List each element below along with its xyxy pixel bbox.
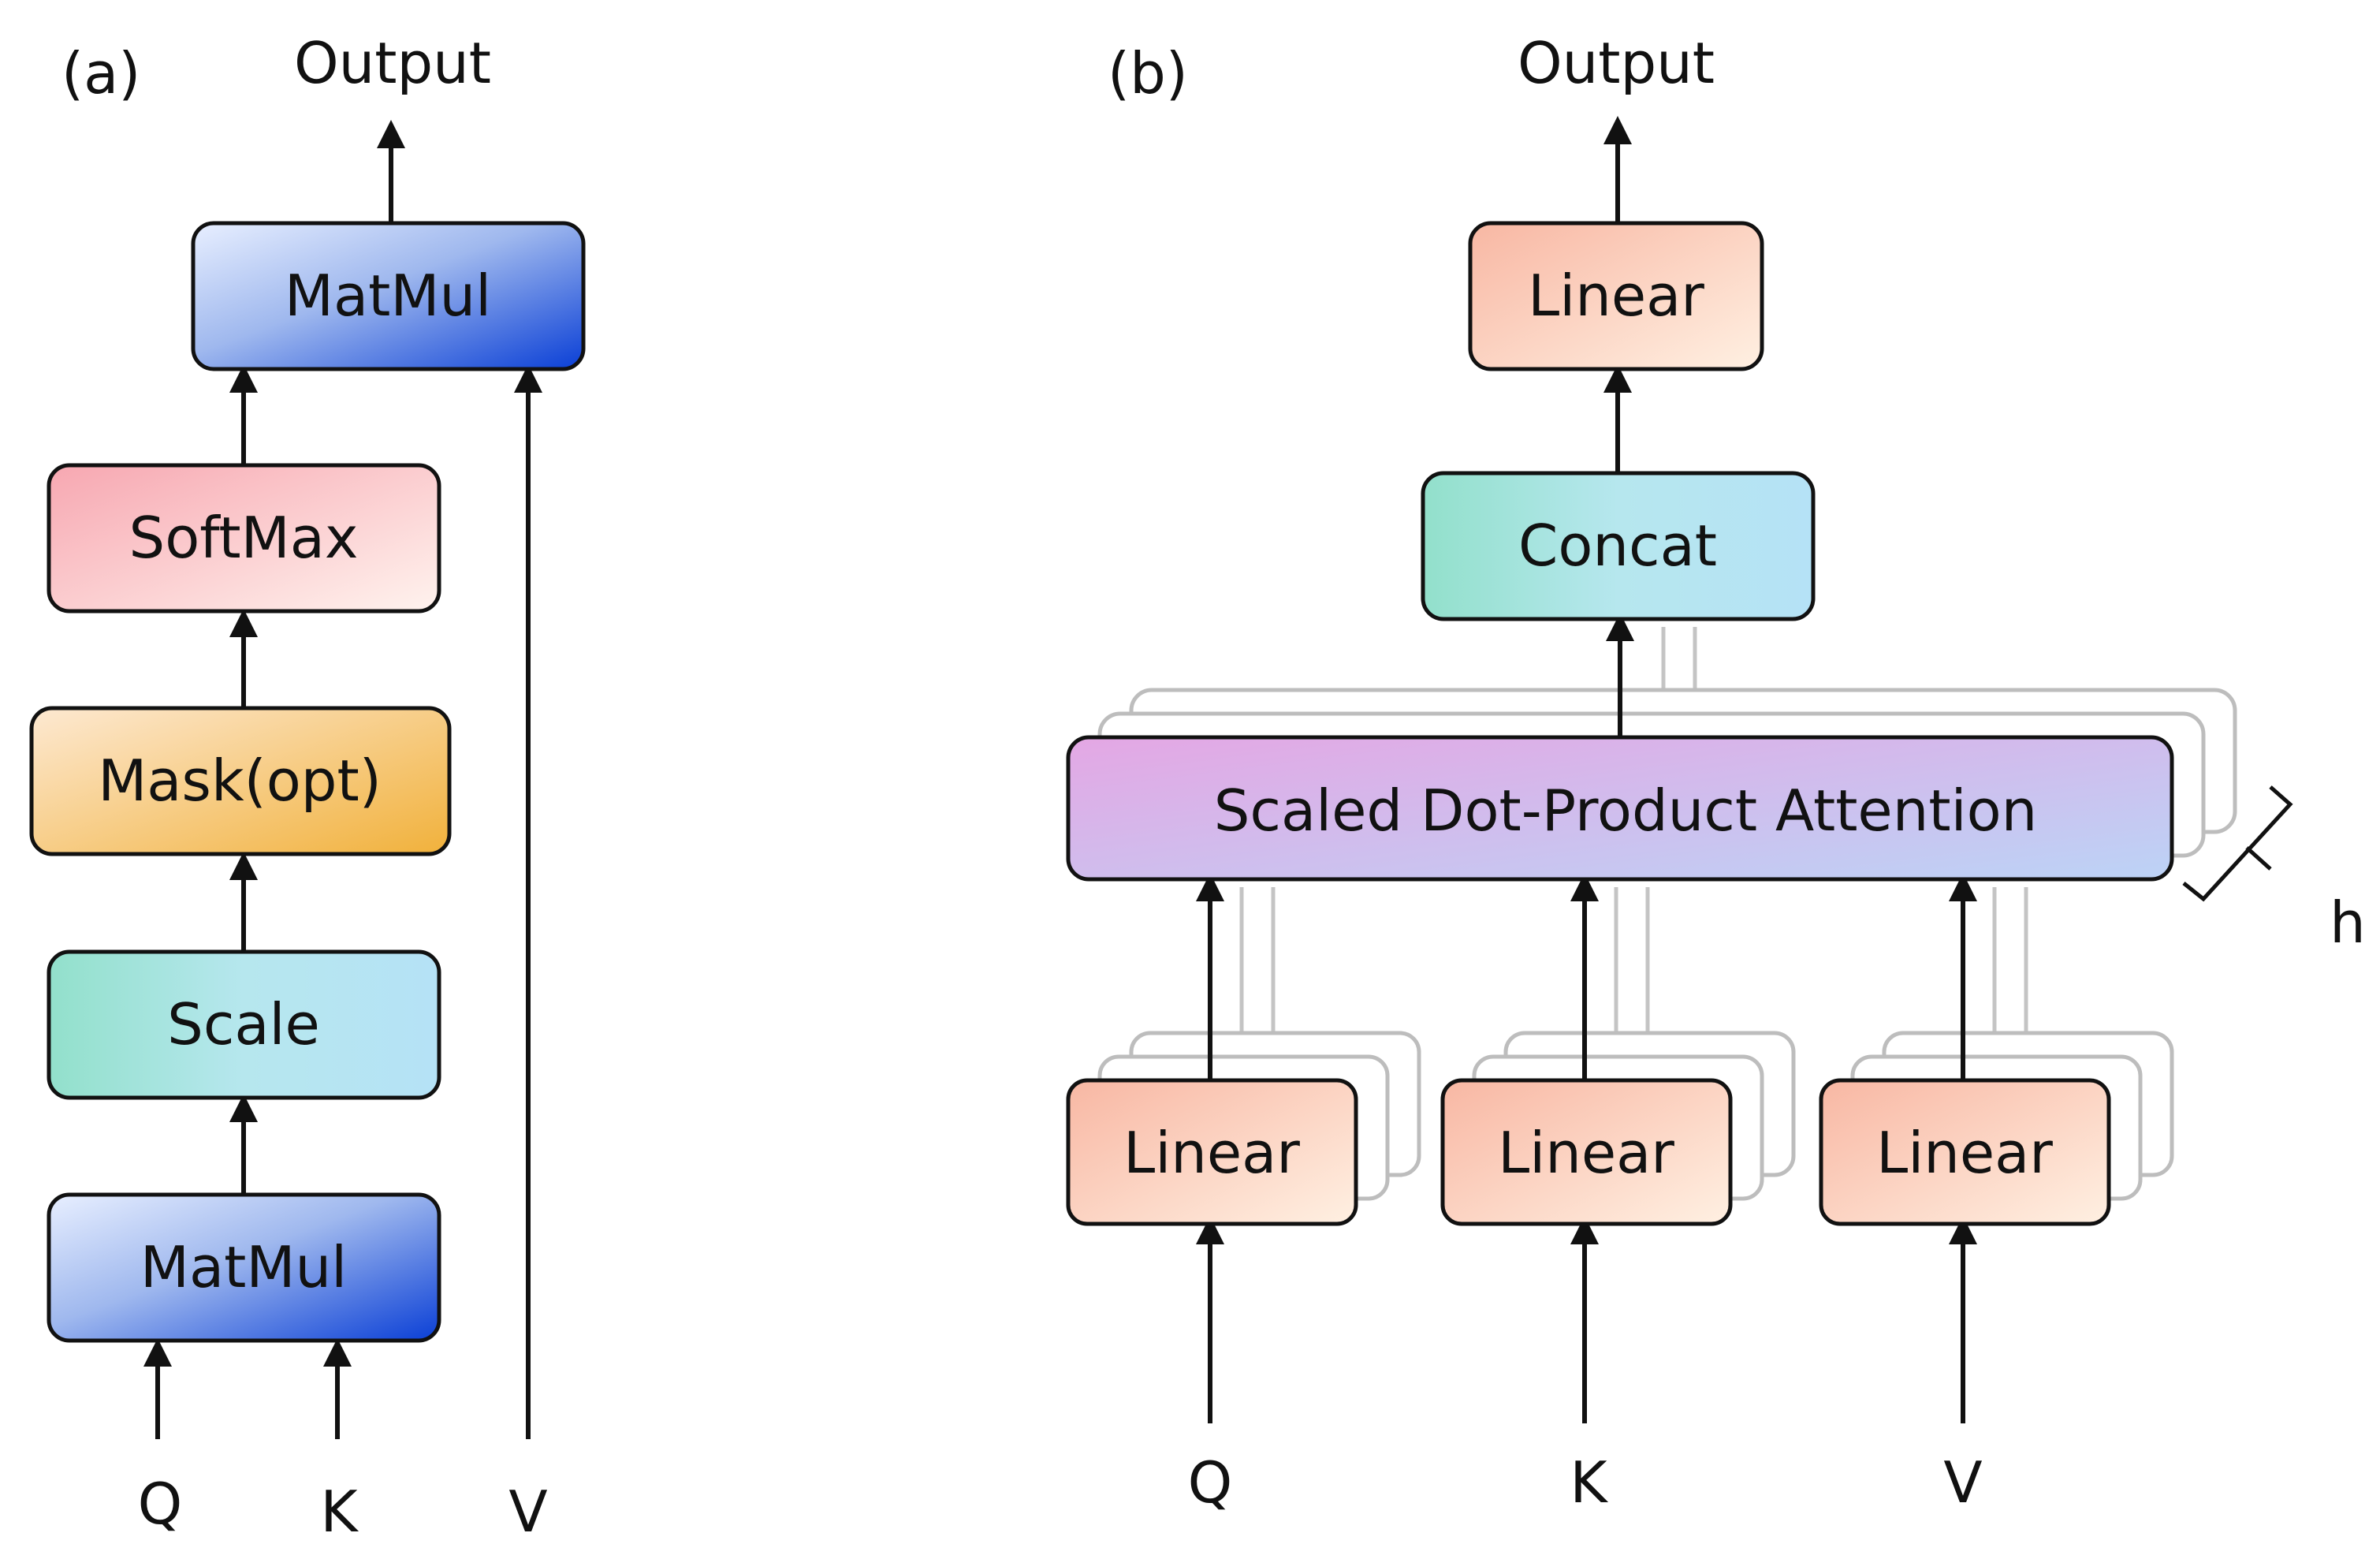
linear-top-label: Linear [1528,263,1704,329]
panel-a-input-q: Q [138,1471,183,1537]
attention-box [1066,735,2174,882]
matmul-top-box [191,221,586,371]
panel-a-label: (a) [61,40,140,106]
linear-v-box [1819,1078,2111,1226]
panel-b: (b) Output Linear [1066,30,2366,1516]
linear-q-box [1066,1078,1358,1226]
heads-bracket-tick [2245,846,2272,871]
panel-b-output-label: Output [1518,30,1715,96]
softmax-label: SoftMax [129,505,359,571]
heads-bracket [2182,785,2293,902]
panel-a-input-k: K [320,1479,359,1545]
concat-box [1421,471,1816,621]
mask-label: Mask(opt) [98,748,382,814]
linear-top-box [1468,221,1764,371]
panel-a: (a) Output MatMul SoftMax Mask(opt) Scal… [29,30,586,1545]
matmul-bottom-label: MatMul [140,1234,347,1300]
panel-b-label: (b) [1108,40,1188,106]
mask-box [29,706,452,856]
panel-b-input-k: K [1570,1449,1608,1516]
panel-a-output-label: Output [294,30,491,96]
scale-label: Scale [167,991,320,1057]
panel-b-input-q: Q [1188,1449,1233,1516]
softmax-box [47,463,441,614]
scale-box [47,949,441,1100]
attention-label: Scaled Dot-Product Attention [1214,778,2038,844]
heads-label: h [2330,890,2366,956]
linear-v-label: Linear [1876,1120,2053,1186]
matmul-bottom-box [47,1192,441,1343]
linear-q-label: Linear [1123,1120,1300,1186]
linear-k-box [1440,1078,1733,1226]
panel-a-input-v: V [508,1479,547,1545]
matmul-top-label: MatMul [285,263,491,329]
concat-label: Concat [1518,513,1717,579]
linear-k-label: Linear [1498,1120,1674,1186]
panel-b-input-v: V [1943,1449,1982,1516]
